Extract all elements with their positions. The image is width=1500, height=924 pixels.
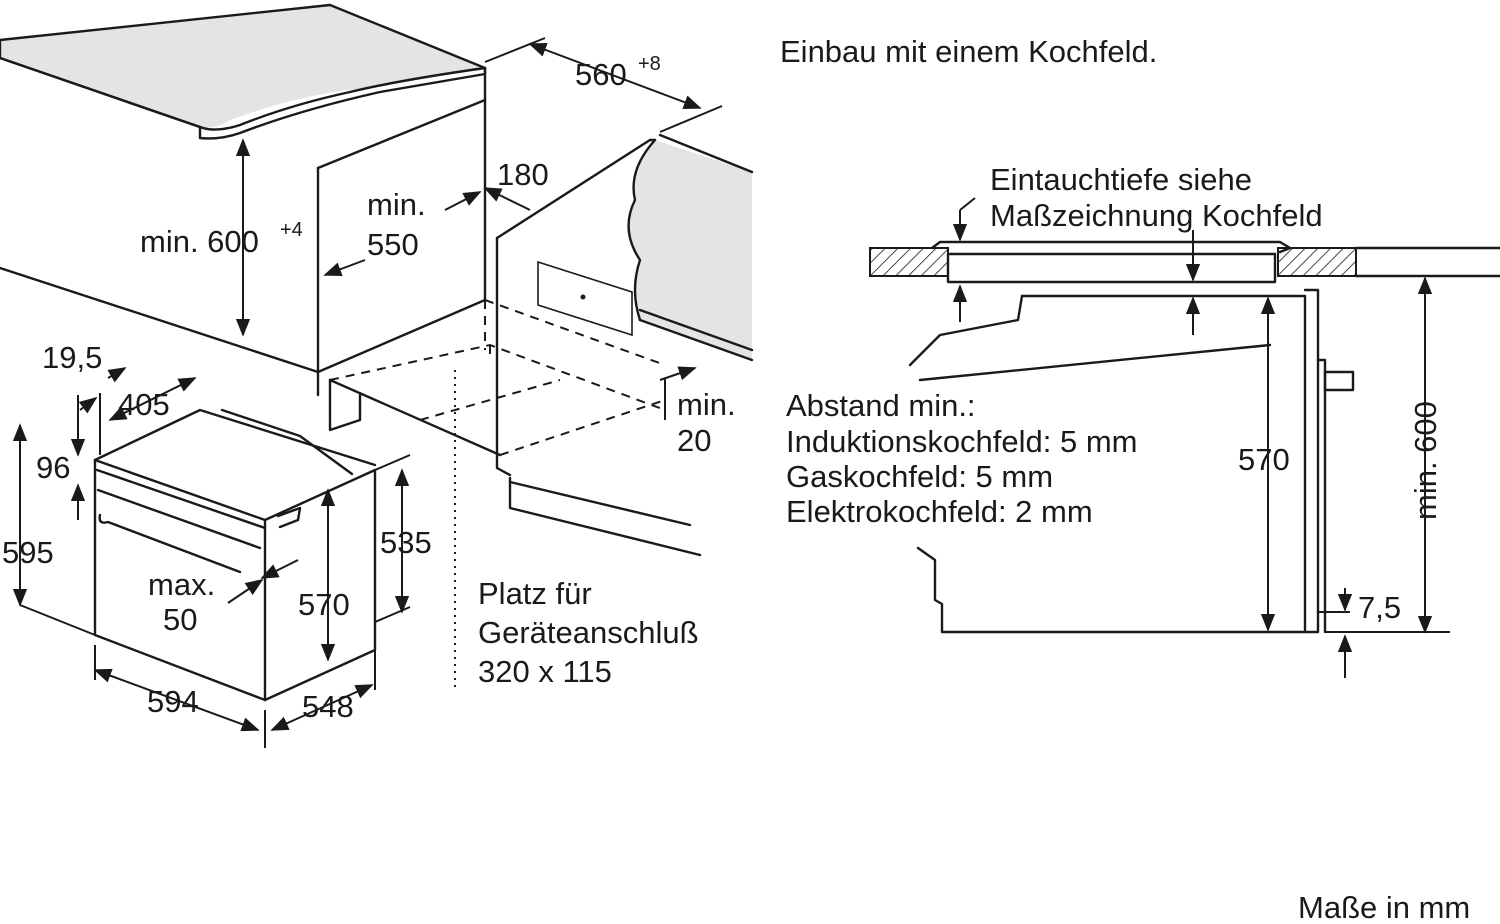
worktop-width-label: 560 +8	[575, 53, 661, 92]
dimension-lines-oven	[12, 367, 411, 748]
dimension-lines-niche	[235, 37, 723, 420]
distance-title: Abstand min.:	[786, 388, 976, 423]
dim-560-tolerance: +8	[638, 53, 661, 75]
dim-570-right: 570	[1238, 442, 1290, 477]
units-note: Maße in mm	[1298, 890, 1470, 924]
dim-19-5: 19,5	[42, 340, 102, 375]
connection-space-line1: Platz für	[478, 576, 592, 611]
dim-405: 405	[118, 387, 170, 422]
dim-max-line1: max.	[148, 567, 215, 602]
dim-min-600-tolerance: +4	[280, 219, 303, 241]
dim-548: 548	[302, 689, 354, 724]
dim-min-600: min. 600	[140, 224, 259, 259]
oven-appliance	[93, 408, 377, 702]
connection-space-line2: Geräteanschluß	[478, 615, 699, 650]
dim-max-line2: 50	[163, 602, 197, 637]
installation-title: Einbau mit einem Kochfeld.	[780, 34, 1157, 69]
countertop-section	[869, 240, 1500, 284]
dim-side-gap-line2: 20	[677, 423, 711, 458]
worktop	[0, 3, 487, 140]
distance-induction: Induktionskochfeld: 5 mm	[786, 424, 1138, 459]
cabinet-height-label: min. 600 +4	[140, 219, 303, 259]
dim-595: 595	[2, 535, 54, 570]
dim-180: 180	[497, 157, 549, 192]
dim-570-left: 570	[298, 587, 350, 622]
immersion-depth-line2: Maßzeichnung Kochfeld	[990, 198, 1323, 233]
connection-space-line3: 320 x 115	[478, 654, 612, 689]
dim-7-5: 7,5	[1358, 590, 1401, 625]
distance-electric: Elektrokochfeld: 2 mm	[786, 494, 1093, 529]
dim-96: 96	[36, 450, 70, 485]
dim-535: 535	[380, 525, 432, 560]
dim-594: 594	[147, 684, 199, 719]
cabinet-niche	[0, 66, 754, 690]
distance-gas: Gaskochfeld: 5 mm	[786, 459, 1053, 494]
immersion-depth-line1: Eintauchtiefe siehe	[990, 162, 1252, 197]
dim-side-gap-line1: min.	[677, 387, 736, 422]
dim-cabinet-depth-line2: 550	[367, 227, 419, 262]
dim-560: 560	[575, 57, 627, 92]
dim-min-600-right: min. 600	[1408, 401, 1443, 520]
oven-section	[908, 288, 1355, 634]
dimension-lines-section	[952, 197, 1450, 678]
dim-cabinet-depth-line1: min.	[367, 187, 426, 222]
